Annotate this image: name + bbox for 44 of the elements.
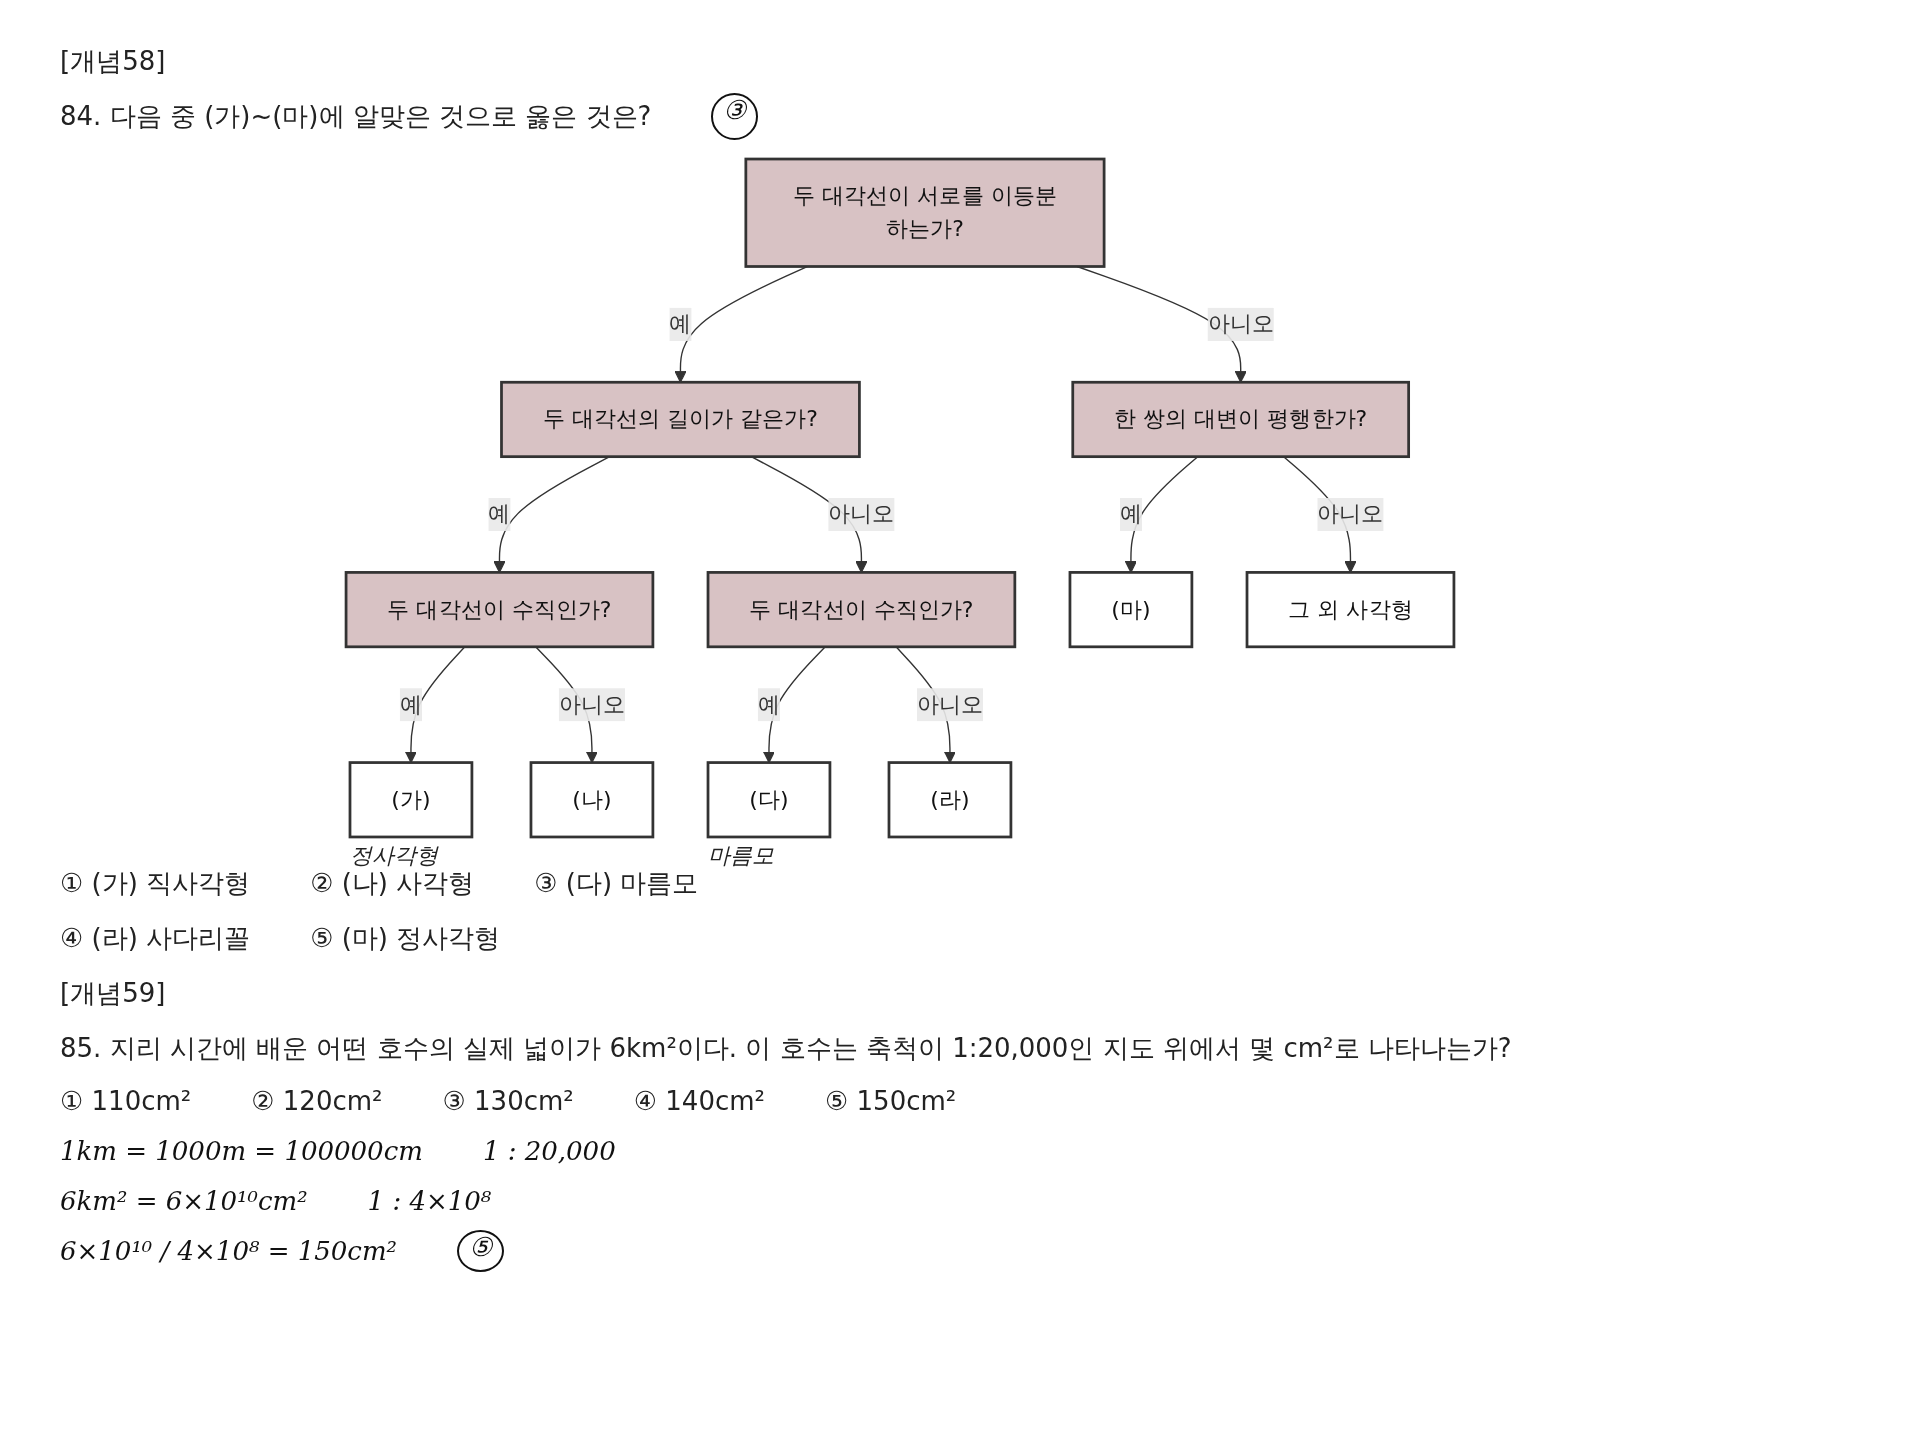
node-box: (라) [887,761,1013,839]
edge-label: 예 [669,310,692,337]
answer-choice: ② 120cm² [251,1086,383,1116]
handwritten-note: 6×10¹⁰ / 4×10⁸ = 150cm² [60,1236,397,1266]
answer-choice: ⑤ 150cm² [825,1086,957,1116]
edge-label: 예 [488,500,511,527]
circled-answer: ③ [711,93,759,140]
handwritten-note: 마름모 [708,841,774,870]
answer-choice: ③ 130cm² [442,1086,574,1116]
node-box: 두 대각선의 길이가 같은가? [500,380,861,459]
node-box: (마) [1068,571,1194,649]
answer-choice: ② (나) 사각형 [310,867,475,900]
node-box: 두 대각선이 수직인가? [344,571,655,649]
edge-label: 예 [757,690,780,718]
edge-label: 아니오 [916,690,984,718]
edge-label: 예 [399,690,422,718]
question-text: 85. 지리 시간에 배운 어떤 호수의 실제 넓이가 6km²이다. 이 호수는 축척이 1:20,000인 지도 위에서 몇 cm²로 나타나는가? [60,1032,1512,1065]
handwritten-note: 1km = 1000m = 100000cm [60,1136,423,1166]
handwritten-note: 1 : 20,000 [482,1136,616,1166]
handwritten-note: 1 : 4×10⁸ [367,1186,492,1216]
node-box: (가) [348,761,474,839]
answer-choice: ⑤ (마) 정사각형 [310,922,501,955]
edge-label: 아니오 [558,690,625,718]
section-heading: [개념58] [60,45,166,78]
section-heading: [개념59] [60,977,166,1010]
answer-choice: ③ (다) 마름모 [534,867,699,900]
node-box: 한 쌍의 대변이 평행한가? [1071,380,1411,459]
node-box: 두 대각선이 수직인가? [706,571,1017,649]
edge-label: 아니오 [1317,500,1384,527]
edge-label: 아니오 [1207,310,1274,337]
edge-label: 예 [1119,500,1142,527]
handwritten-note: 정사각형 [350,841,438,870]
node-box: (다) [706,761,832,839]
edge-label: 아니오 [828,500,895,527]
node-box: (나) [529,761,655,839]
answer-choice: ① 110cm² [60,1086,192,1116]
node-box: 두 대각선이 서로를 이등분하는가? [744,157,1106,268]
answer-choice: ④ 140cm² [633,1086,765,1116]
answer-choice: ④ (라) 사다리꼴 [60,922,251,955]
question-text: 84. 다음 중 (가)~(마)에 알맞은 것으로 옳은 것은? [60,100,652,133]
handwritten-note: 6km² = 6×10¹⁰cm² [60,1186,308,1216]
node-box: 그 외 사각형 [1245,571,1456,649]
circled-answer: ⑤ [456,1230,504,1272]
answer-choice: ① (가) 직사각형 [60,867,251,900]
